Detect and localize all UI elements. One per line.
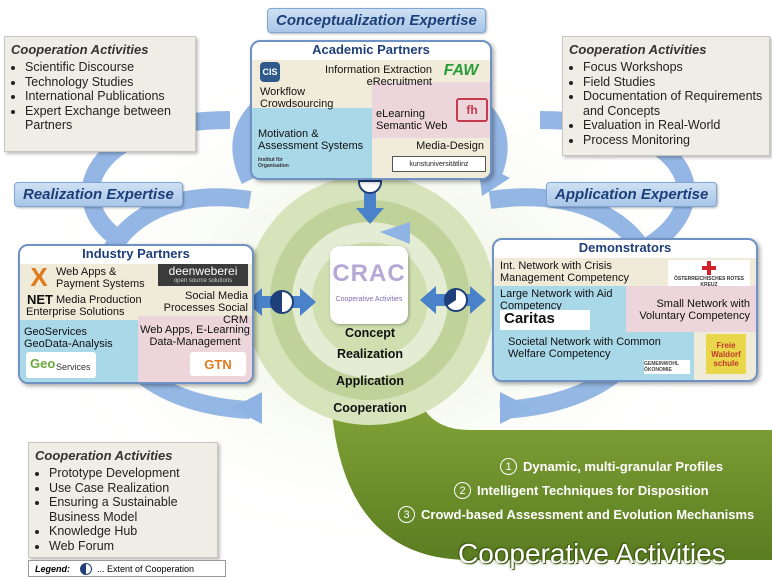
logo-cis: CIS bbox=[260, 62, 280, 82]
logo-fh: fh bbox=[456, 98, 488, 122]
coop-list: Prototype Development Use Case Realizati… bbox=[35, 466, 211, 553]
arrowhead-right bbox=[500, 392, 532, 424]
feature-text: Crowd-based Assessment and Evolution Mec… bbox=[421, 507, 755, 522]
logo-freie-waldorf: Freie Waldorf schule bbox=[706, 334, 746, 374]
red-cross-icon bbox=[702, 261, 716, 275]
panel-title: Academic Partners bbox=[312, 42, 430, 57]
gauge-icon bbox=[80, 562, 92, 575]
coop-title: Cooperation Activities bbox=[569, 42, 707, 57]
text-large-network: Large Network with Aid Competency bbox=[500, 288, 613, 312]
feature-2: 2 Intelligent Techniques for Disposition bbox=[454, 482, 709, 499]
logo-deenweberei-sub: open source solutions bbox=[173, 278, 233, 284]
logo-faw: FAW bbox=[443, 62, 479, 79]
crac-logo: CRAC Cooperative Activities bbox=[330, 246, 408, 324]
banner-application: Application Expertise bbox=[546, 182, 718, 207]
crac-logo-text: CRAC bbox=[332, 260, 406, 287]
text-elearning: eLearning Semantic Web bbox=[376, 108, 448, 132]
olive-sweep bbox=[330, 370, 772, 560]
text-web-elearning: Web Apps, E-Learning Data-Management bbox=[140, 324, 250, 348]
text-societal-network: Societal Network with Common Welfare Com… bbox=[508, 336, 661, 360]
logo-gemeinwohl: GEMEINWOHL ÖKONOMIE bbox=[644, 360, 690, 374]
coop-item: International Publications bbox=[25, 89, 189, 104]
coop-item: Web Forum bbox=[49, 539, 211, 554]
big-title: Cooperative Activities bbox=[458, 538, 726, 569]
logo-kunstuni: kunstuniversitätlinz bbox=[392, 156, 486, 172]
coop-box-top-right: Cooperation Activities Focus Workshops F… bbox=[562, 36, 770, 156]
text-social-media: Social Media Processes Social CRM bbox=[163, 290, 248, 326]
feature-text: Intelligent Techniques for Disposition bbox=[477, 483, 709, 498]
text-crisis: Int. Network with Crisis Management Comp… bbox=[500, 260, 630, 284]
panel-demonstrators: Demonstrators Int. Network with Crisis M… bbox=[492, 238, 758, 382]
coop-title: Cooperation Activities bbox=[11, 42, 149, 57]
coop-item: Process Monitoring bbox=[583, 133, 763, 148]
ring-label-cooperation: Cooperation bbox=[333, 401, 407, 415]
ring-label-concept: Concept bbox=[345, 326, 395, 340]
legend-label: Legend: bbox=[35, 563, 70, 574]
text-web-apps: Web Apps & Payment Systems bbox=[56, 266, 145, 290]
gauge-left-fill bbox=[271, 291, 282, 313]
coop-item: Ensuring a Sustainable Business Model bbox=[49, 495, 211, 524]
coop-item: Technology Studies bbox=[25, 75, 189, 90]
feature-1: 1 Dynamic, multi-granular Profiles bbox=[500, 458, 723, 475]
logo-deenweberei: deenweberei bbox=[168, 264, 238, 278]
logo-caritas-box: Caritas bbox=[500, 310, 590, 330]
coop-item: Knowledge Hub bbox=[49, 524, 211, 539]
text-media-production: Media Production bbox=[56, 294, 142, 306]
coop-item: Evaluation in Real-World bbox=[583, 118, 763, 133]
panel-academic-partners: Academic Partners CIS Information Extrac… bbox=[250, 40, 492, 180]
feature-number: 1 bbox=[500, 458, 517, 475]
arrowhead-center bbox=[380, 222, 410, 244]
banner-conceptualization: Conceptualization Expertise bbox=[267, 8, 486, 33]
demo-tile-pink bbox=[626, 286, 756, 332]
coop-item: Focus Workshops bbox=[583, 60, 763, 75]
arrowhead-left bbox=[232, 392, 262, 424]
logo-net: NET bbox=[27, 291, 53, 307]
logo-redcross: ÖSTERREICHISCHES ROTES KREUZ bbox=[673, 276, 744, 288]
text-media-design: Media-Design bbox=[416, 140, 484, 152]
logo-deenweberei-box: deenweberei open source solutions bbox=[158, 264, 248, 286]
gauge-right-fill bbox=[445, 289, 456, 306]
coop-box-bottom-left: Cooperation Activities Prototype Develop… bbox=[28, 442, 218, 558]
logo-redcross-box: ÖSTERREICHISCHES ROTES KREUZ bbox=[668, 260, 750, 288]
logo-institut: Institut für Organisation bbox=[258, 157, 289, 169]
logo-geo-sub: Services bbox=[56, 362, 91, 372]
feature-text: Dynamic, multi-granular Profiles bbox=[523, 459, 724, 474]
coop-item: Field Studies bbox=[583, 75, 763, 90]
legend: Legend: ... Extent of Cooperation bbox=[28, 560, 226, 577]
text-workflow: Workflow Crowdsourcing bbox=[260, 86, 334, 110]
feature-number: 2 bbox=[454, 482, 471, 499]
logo-caritas: Caritas bbox=[504, 310, 555, 327]
coop-title: Cooperation Activities bbox=[35, 448, 173, 463]
coop-item: Expert Exchange between Partners bbox=[25, 104, 189, 133]
panel-title: Industry Partners bbox=[82, 246, 190, 261]
coop-list: Focus Workshops Field Studies Documentat… bbox=[569, 60, 763, 147]
ring-label-application: Application bbox=[335, 374, 405, 388]
text-small-network: Small Network with Voluntary Competency bbox=[639, 298, 750, 322]
coop-list: Scientific Discourse Technology Studies … bbox=[11, 60, 189, 133]
panel-industry-partners: Industry Partners X Web Apps & Payment S… bbox=[18, 244, 254, 384]
logo-gtn: GTN bbox=[190, 352, 246, 376]
feature-number: 3 bbox=[398, 506, 415, 523]
panel-title: Demonstrators bbox=[578, 240, 672, 255]
coop-item: Documentation of Requirements and Concep… bbox=[583, 89, 763, 118]
legend-text: ... Extent of Cooperation bbox=[97, 563, 195, 574]
academic-tile-blue bbox=[252, 108, 372, 178]
text-enterprise: Enterprise Solutions bbox=[26, 306, 125, 318]
logo-geo-box: Geo Services bbox=[26, 352, 96, 378]
logo-geo: Geo bbox=[30, 356, 56, 371]
ring-label-realization: Realization bbox=[337, 347, 403, 361]
text-motivation: Motivation & Assessment Systems bbox=[258, 128, 364, 152]
coop-item: Use Case Realization bbox=[49, 481, 211, 496]
crac-logo-sub: Cooperative Activities bbox=[335, 296, 403, 303]
academic-tile-pink bbox=[372, 82, 490, 138]
coop-item: Scientific Discourse bbox=[25, 60, 189, 75]
coop-item: Prototype Development bbox=[49, 466, 211, 481]
feature-3: 3 Crowd-based Assessment and Evolution M… bbox=[398, 506, 754, 523]
text-geoservices: GeoServices GeoData-Analysis bbox=[24, 326, 113, 350]
banner-realization: Realization Expertise bbox=[14, 182, 183, 207]
coop-box-top-left: Cooperation Activities Scientific Discou… bbox=[4, 36, 196, 152]
logo-x: X bbox=[30, 261, 48, 292]
text-information-extraction: Information Extraction eRecruitment bbox=[325, 64, 432, 88]
